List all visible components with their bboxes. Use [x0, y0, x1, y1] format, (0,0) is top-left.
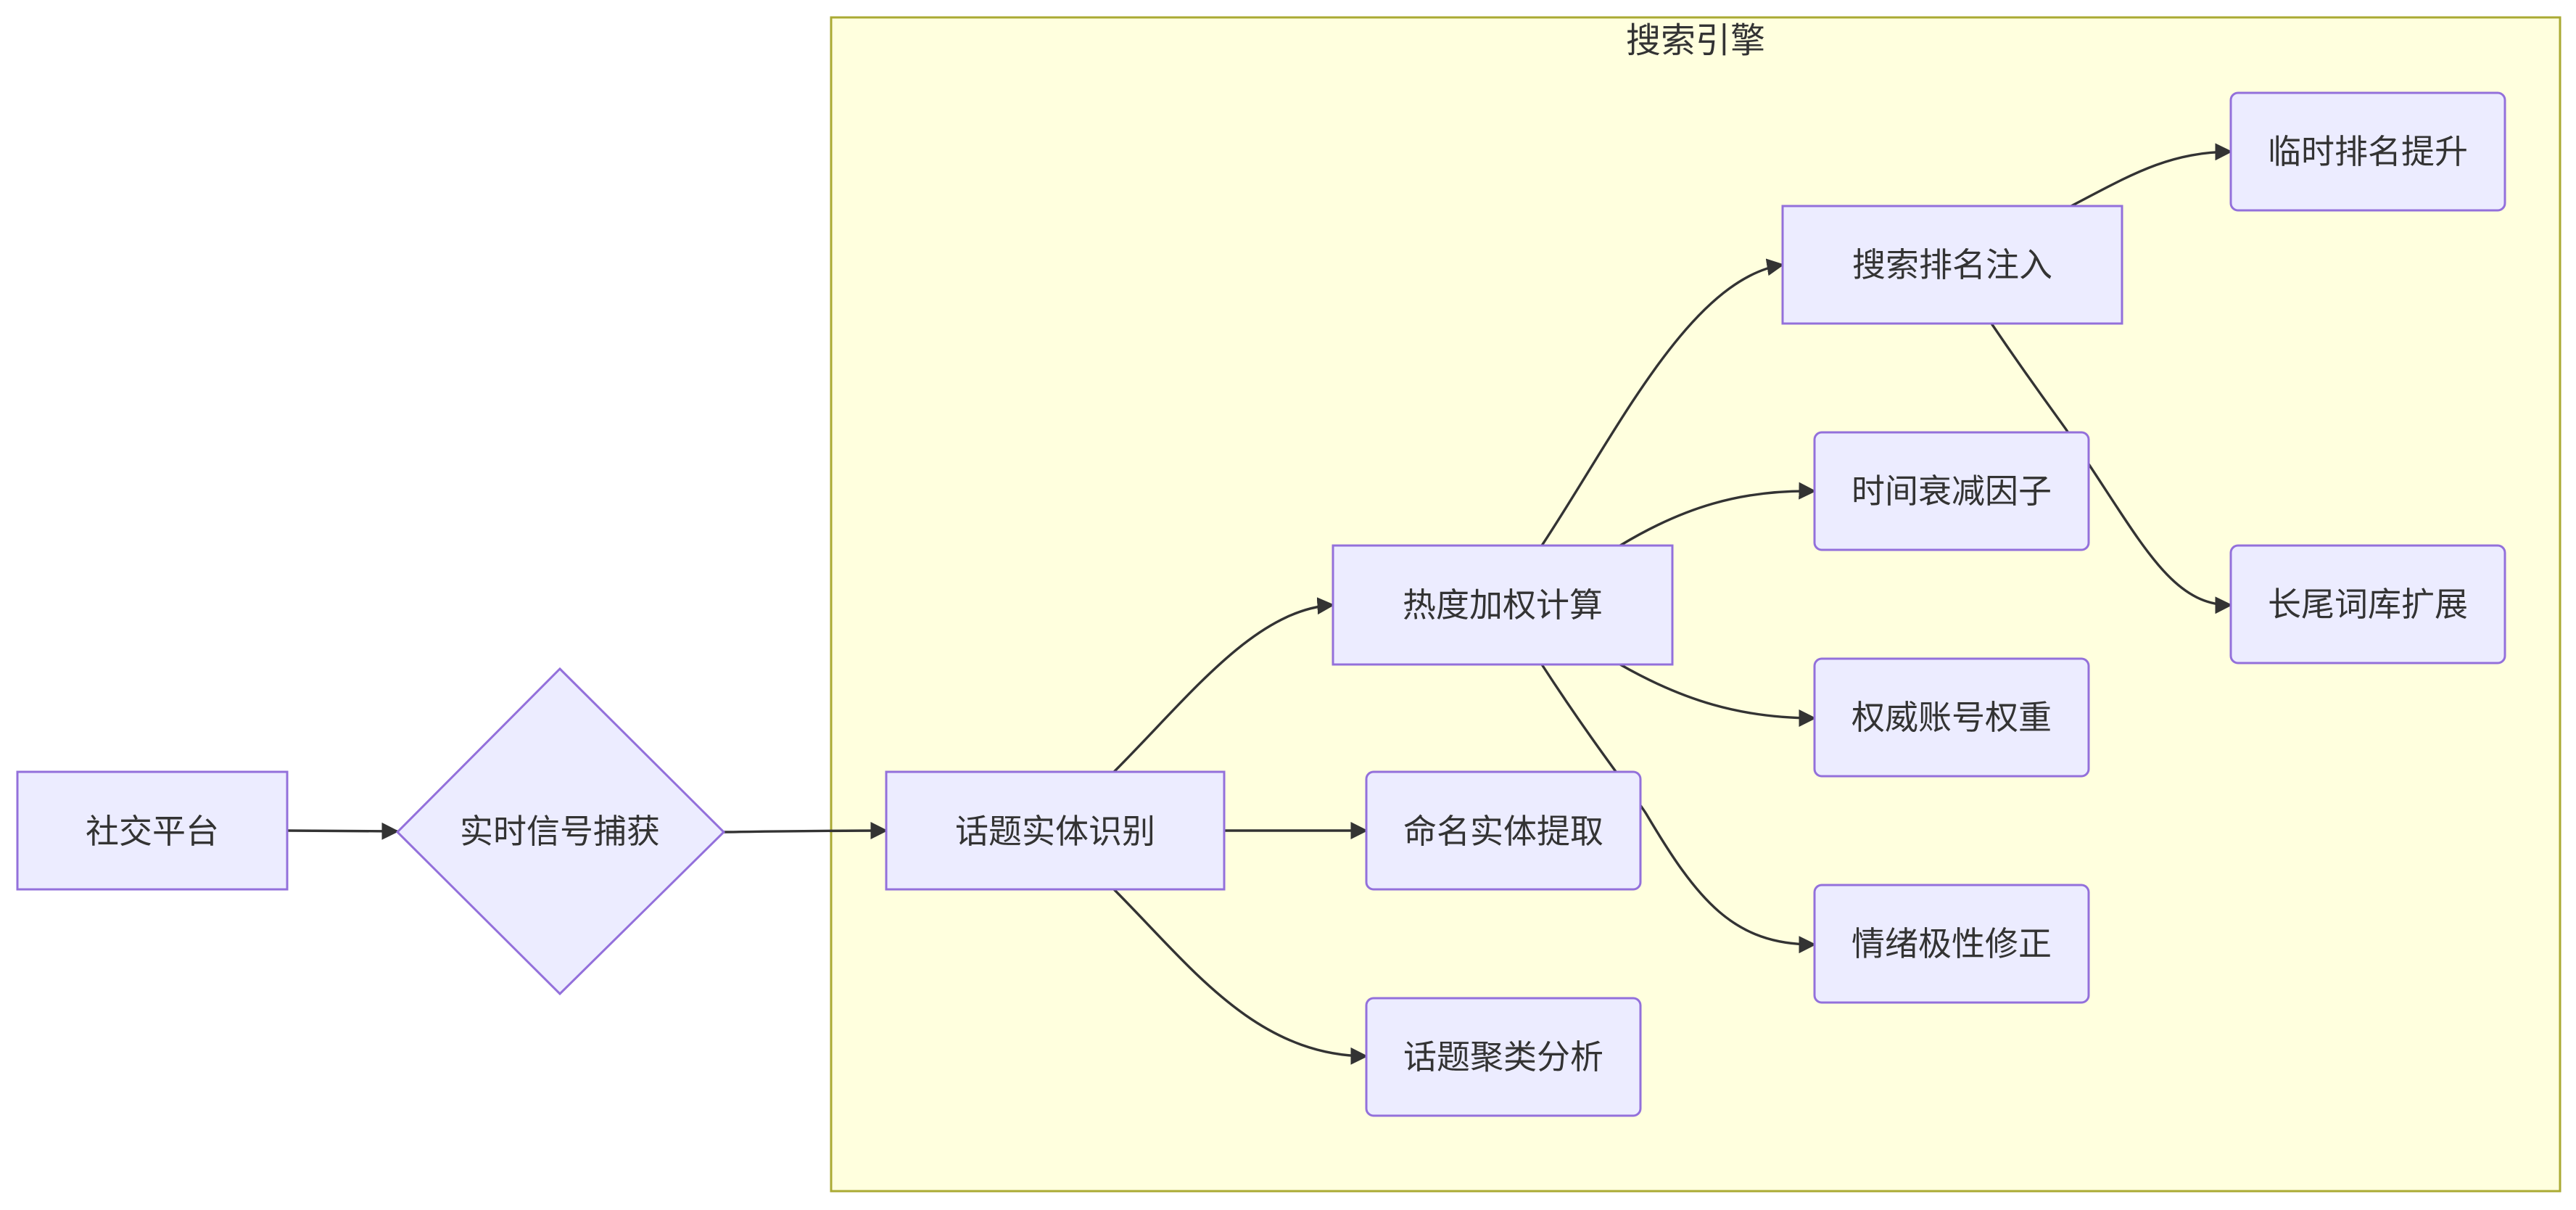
node-sentiment-polarity-correction[interactable]: 情绪极性修正: [1813, 884, 2090, 1004]
edge-heat-to-authority: [1619, 663, 1817, 727]
node-topic-entity-recognition[interactable]: 话题实体识别: [885, 770, 1226, 891]
node-sentiment-polarity-correction-label: 情绪极性修正: [1852, 924, 2052, 963]
search-engine-cluster-label: 搜索引擎: [1626, 20, 1765, 61]
edge-heat-to-rank-inject: [1540, 258, 1785, 546]
node-social-platform[interactable]: 社交平台: [16, 770, 289, 891]
node-time-decay-factor[interactable]: 时间衰减因子: [1813, 431, 2090, 551]
node-topic-cluster-analysis-label: 话题聚类分析: [1403, 1037, 1603, 1077]
node-heat-weighted-calc[interactable]: 热度加权计算: [1332, 544, 1674, 666]
nodes: 社交平台 实时信号捕获 话题实体识别 热度加权计算 命名实体提取 话题聚类分析: [16, 91, 2506, 1117]
node-sentiment-polarity-correction-box[interactable]: [1813, 884, 2090, 1004]
node-heat-weighted-calc-box[interactable]: [1332, 544, 1674, 666]
edge-heat-to-sentiment: [1540, 664, 1817, 954]
node-search-rank-injection-label: 搜索排名注入: [1852, 245, 2052, 284]
node-topic-entity-recognition-label: 话题实体识别: [955, 812, 1155, 851]
node-temporary-rank-boost[interactable]: 临时排名提升: [2229, 91, 2506, 212]
node-realtime-signal-capture-label: 实时信号捕获: [460, 812, 660, 851]
node-named-entity-extraction-box[interactable]: [1365, 770, 1642, 891]
edge-topic-entity-to-cluster-analysis: [1112, 888, 1368, 1065]
node-topic-cluster-analysis[interactable]: 话题聚类分析: [1365, 997, 1642, 1117]
edge-rank-inject-to-temp-boost: [2071, 143, 2233, 207]
node-topic-entity-recognition-box[interactable]: [885, 770, 1226, 891]
edge-topic-entity-to-heat: [1112, 597, 1335, 773]
node-longtail-lexicon-expansion-label: 长尾词库扩展: [2268, 585, 2468, 624]
node-search-rank-injection-box[interactable]: [1781, 205, 2123, 325]
node-social-platform-label: 社交平台: [86, 812, 219, 851]
node-social-platform-box[interactable]: [16, 770, 289, 891]
node-named-entity-extraction-label: 命名实体提取: [1403, 812, 1603, 851]
node-longtail-lexicon-expansion-box[interactable]: [2229, 544, 2506, 664]
node-topic-cluster-analysis-box[interactable]: [1365, 997, 1642, 1117]
node-authority-account-weight-box[interactable]: [1813, 657, 2090, 778]
node-realtime-signal-capture[interactable]: 实时信号捕获: [395, 667, 726, 996]
edge-heat-to-time-decay: [1619, 482, 1817, 547]
node-time-decay-factor-label: 时间衰减因子: [1852, 472, 2052, 511]
node-realtime-signal-capture-diamond[interactable]: [395, 667, 726, 996]
node-time-decay-factor-box[interactable]: [1813, 431, 2090, 551]
node-named-entity-extraction[interactable]: 命名实体提取: [1365, 770, 1642, 891]
node-temporary-rank-boost-label: 临时排名提升: [2268, 132, 2468, 171]
node-authority-account-weight[interactable]: 权威账号权重: [1813, 657, 2090, 778]
edges: [286, 143, 2233, 1065]
node-temporary-rank-boost-box[interactable]: [2229, 91, 2506, 212]
node-longtail-lexicon-expansion[interactable]: 长尾词库扩展: [2229, 544, 2506, 664]
node-authority-account-weight-label: 权威账号权重: [1852, 698, 2052, 737]
edge-capture-to-topic-entity: [723, 822, 888, 840]
node-search-rank-injection[interactable]: 搜索排名注入: [1781, 205, 2123, 325]
node-heat-weighted-calc-label: 热度加权计算: [1403, 585, 1603, 625]
